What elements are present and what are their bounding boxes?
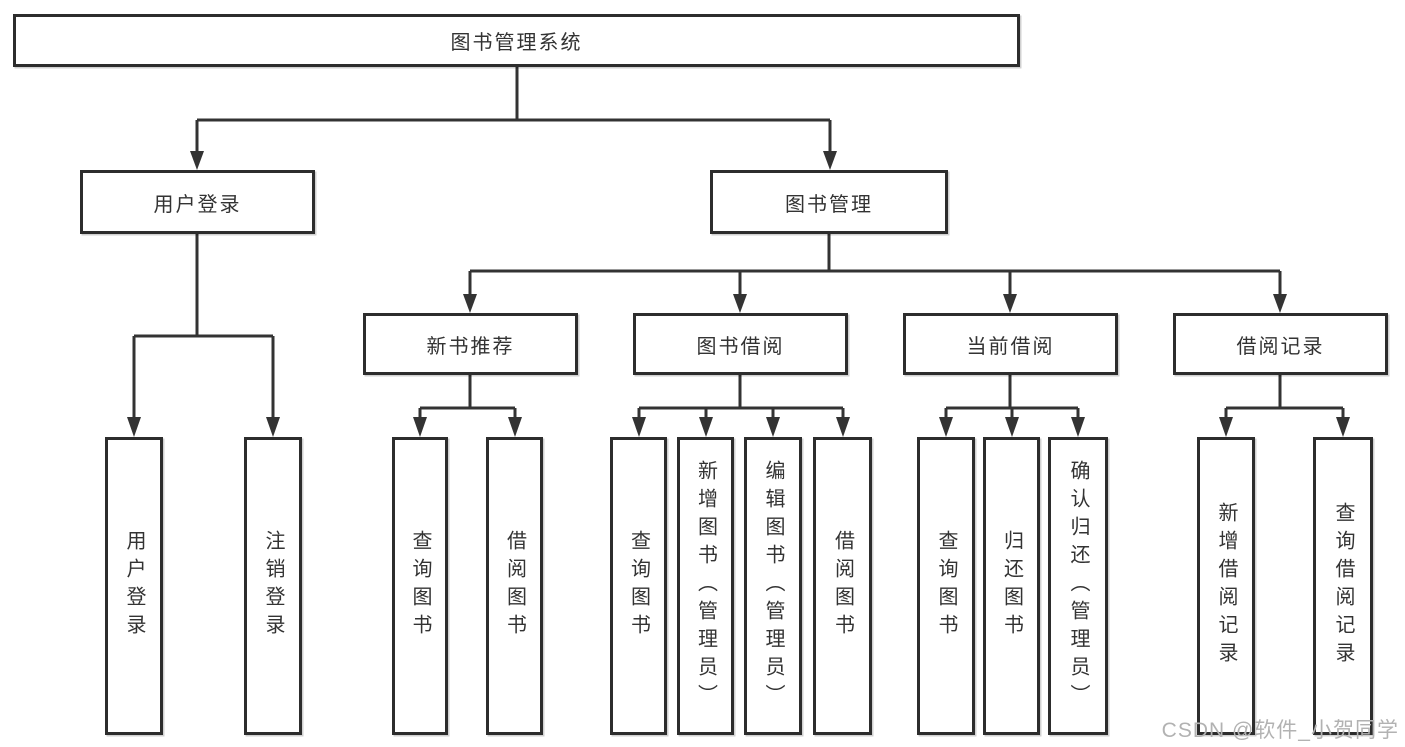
node-label: 归还图书 <box>1000 530 1023 642</box>
node-borrow-records: 借阅记录 <box>1173 313 1388 375</box>
csdn-watermark: CSDN @软件_小贺同学 <box>1161 719 1399 742</box>
node-label: 借阅记录 <box>1236 335 1325 358</box>
leaf-add-book-admin: 新增图书（管理员） <box>677 437 734 735</box>
leaf-logout: 注销登录 <box>244 437 302 735</box>
arrow-down-icon <box>699 417 713 437</box>
leaf-query-books-recommend: 查询图书 <box>392 437 448 735</box>
arrow-down-icon <box>413 417 427 437</box>
arrow-down-icon <box>508 417 522 437</box>
node-user-login: 用户登录 <box>80 170 315 234</box>
arrow-down-icon <box>1005 417 1019 437</box>
node-label: 新增借阅记录 <box>1215 502 1237 670</box>
arrow-down-icon <box>1071 417 1085 437</box>
leaf-borrow-books: 借阅图书 <box>813 437 872 735</box>
arrow-down-icon <box>127 417 141 437</box>
node-label: 查询图书 <box>409 530 431 642</box>
node-label: 图书管理 <box>785 193 873 216</box>
node-label: 借阅图书 <box>831 530 854 642</box>
node-label: 查询借阅记录 <box>1332 502 1354 670</box>
node-label: 注销登录 <box>262 530 284 642</box>
arrow-down-icon <box>836 417 850 437</box>
node-label: 查询图书 <box>627 530 650 642</box>
connector-edges <box>132 67 1345 420</box>
node-book-borrow: 图书借阅 <box>633 313 848 375</box>
arrow-down-icon <box>1219 417 1233 437</box>
node-label: 用户登录 <box>153 193 242 216</box>
arrow-down-icon <box>823 151 837 170</box>
leaf-edit-book-admin: 编辑图书（管理员） <box>744 437 802 735</box>
arrow-down-icon <box>190 151 204 170</box>
arrow-down-icon <box>939 417 953 437</box>
node-label: 图书管理系统 <box>450 32 583 54</box>
leaf-query-books-current: 查询图书 <box>917 437 975 735</box>
leaf-query-borrow-record: 查询借阅记录 <box>1313 437 1373 735</box>
node-label: 查询图书 <box>935 530 957 642</box>
node-book-management: 图书管理 <box>710 170 948 234</box>
arrow-down-icon <box>1273 294 1287 313</box>
arrow-down-icon <box>266 417 280 437</box>
arrow-down-icon <box>1003 294 1017 313</box>
leaf-borrow-books-recommend: 借阅图书 <box>486 437 543 735</box>
node-new-book-recommend: 新书推荐 <box>363 313 578 375</box>
node-label: 编辑图书（管理员） <box>762 460 784 712</box>
leaf-query-books-borrow: 查询图书 <box>610 437 667 735</box>
arrow-down-icon <box>1336 417 1350 437</box>
leaf-return-book: 归还图书 <box>983 437 1040 735</box>
arrow-down-icon <box>463 294 477 313</box>
node-label: 新书推荐 <box>426 335 515 358</box>
node-label: 确认归还（管理员） <box>1067 460 1089 712</box>
node-label: 图书借阅 <box>696 335 785 358</box>
node-root-library-system: 图书管理系统 <box>13 14 1020 67</box>
node-current-borrow: 当前借阅 <box>903 313 1118 375</box>
arrow-down-icon <box>733 294 747 313</box>
leaf-user-login: 用户登录 <box>105 437 163 735</box>
leaf-add-borrow-record: 新增借阅记录 <box>1197 437 1255 735</box>
arrow-down-icon <box>766 417 780 437</box>
arrow-down-icon <box>632 417 646 437</box>
node-label: 借阅图书 <box>503 530 526 642</box>
node-label: 新增图书（管理员） <box>694 460 717 712</box>
leaf-confirm-return-admin: 确认归还（管理员） <box>1048 437 1108 735</box>
arrowhead-icons <box>127 151 1350 437</box>
node-label: 用户登录 <box>123 530 145 642</box>
node-label: 当前借阅 <box>966 335 1055 358</box>
